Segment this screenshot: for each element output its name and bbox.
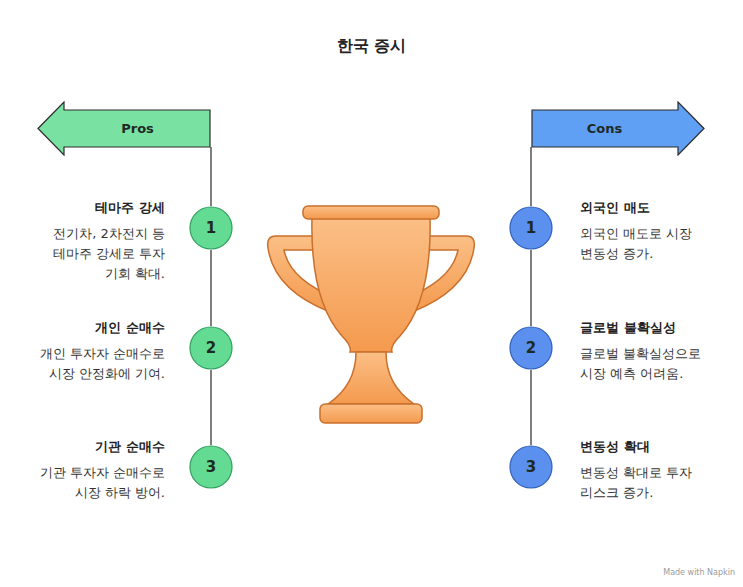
step-heading: 개인 순매수 (37, 318, 165, 338)
step-description: 개인 순매수개인 투자자 순매수로 시장 안정화에 기여. (37, 318, 165, 384)
callout-number: 1 (189, 206, 233, 250)
connector-line (530, 370, 531, 445)
callout-number: 1 (509, 206, 553, 250)
step-body: 글로벌 불확실성으로 시장 예측 어려움. (580, 344, 708, 384)
step-circle: 2개인 순매수개인 투자자 순매수로 시장 안정화에 기여. (189, 326, 233, 370)
trophy-stem (328, 352, 414, 404)
step-description: 변동성 확대변동성 확대로 투자 리스크 증가. (580, 437, 708, 503)
callout-number: 3 (509, 445, 553, 489)
step-heading: 테마주 강세 (37, 198, 165, 218)
step-circle: 1외국인 매도외국인 매도로 시장 변동성 증가. (509, 206, 553, 250)
callout-number: 2 (509, 326, 553, 370)
trophy-cup (312, 218, 430, 352)
step-description: 외국인 매도외국인 매도로 시장 변동성 증가. (580, 198, 708, 264)
step-body: 기관 투자자 순매수로 시장 하락 방어. (37, 463, 165, 503)
trophy-base (320, 404, 422, 423)
watermark: Made with Napkin (663, 568, 735, 577)
step-heading: 변동성 확대 (580, 437, 708, 457)
step-heading: 기관 순매수 (37, 437, 165, 457)
trophy (268, 206, 475, 423)
callout-number: 3 (189, 445, 233, 489)
diagram-title: 한국 증시 (0, 36, 743, 57)
step-description: 테마주 강세전기차, 2차전지 등 테마주 강세로 투자 기회 확대. (37, 198, 165, 284)
step-description: 기관 순매수기관 투자자 순매수로 시장 하락 방어. (37, 437, 165, 503)
step-heading: 외국인 매도 (580, 198, 708, 218)
pros-cons-arrow: Cons (531, 101, 705, 156)
connector-line (210, 250, 211, 326)
pros-cons-arrow: Pros (37, 101, 211, 156)
step-body: 전기차, 2차전지 등 테마주 강세로 투자 기회 확대. (37, 224, 165, 284)
connector-line (210, 370, 211, 445)
step-circle: 3변동성 확대변동성 확대로 투자 리스크 증가. (509, 445, 553, 489)
step-body: 개인 투자자 순매수로 시장 안정화에 기여. (37, 344, 165, 384)
arrow-label: Pros (121, 121, 154, 136)
step-body: 변동성 확대로 투자 리스크 증가. (580, 463, 708, 503)
connector-line (530, 250, 531, 326)
step-description: 글로벌 불확실성글로벌 불확실성으로 시장 예측 어려움. (580, 318, 708, 384)
step-body: 외국인 매도로 시장 변동성 증가. (580, 224, 708, 264)
connector-line (530, 147, 531, 206)
callout-number: 2 (189, 326, 233, 370)
step-heading: 글로벌 불확실성 (580, 318, 708, 338)
step-circle: 1테마주 강세전기차, 2차전지 등 테마주 강세로 투자 기회 확대. (189, 206, 233, 250)
arrow-label: Cons (587, 121, 622, 136)
connector-line (210, 147, 211, 206)
step-circle: 3기관 순매수기관 투자자 순매수로 시장 하락 방어. (189, 445, 233, 489)
trophy-rim (303, 206, 439, 219)
step-circle: 2글로벌 불확실성글로벌 불확실성으로 시장 예측 어려움. (509, 326, 553, 370)
